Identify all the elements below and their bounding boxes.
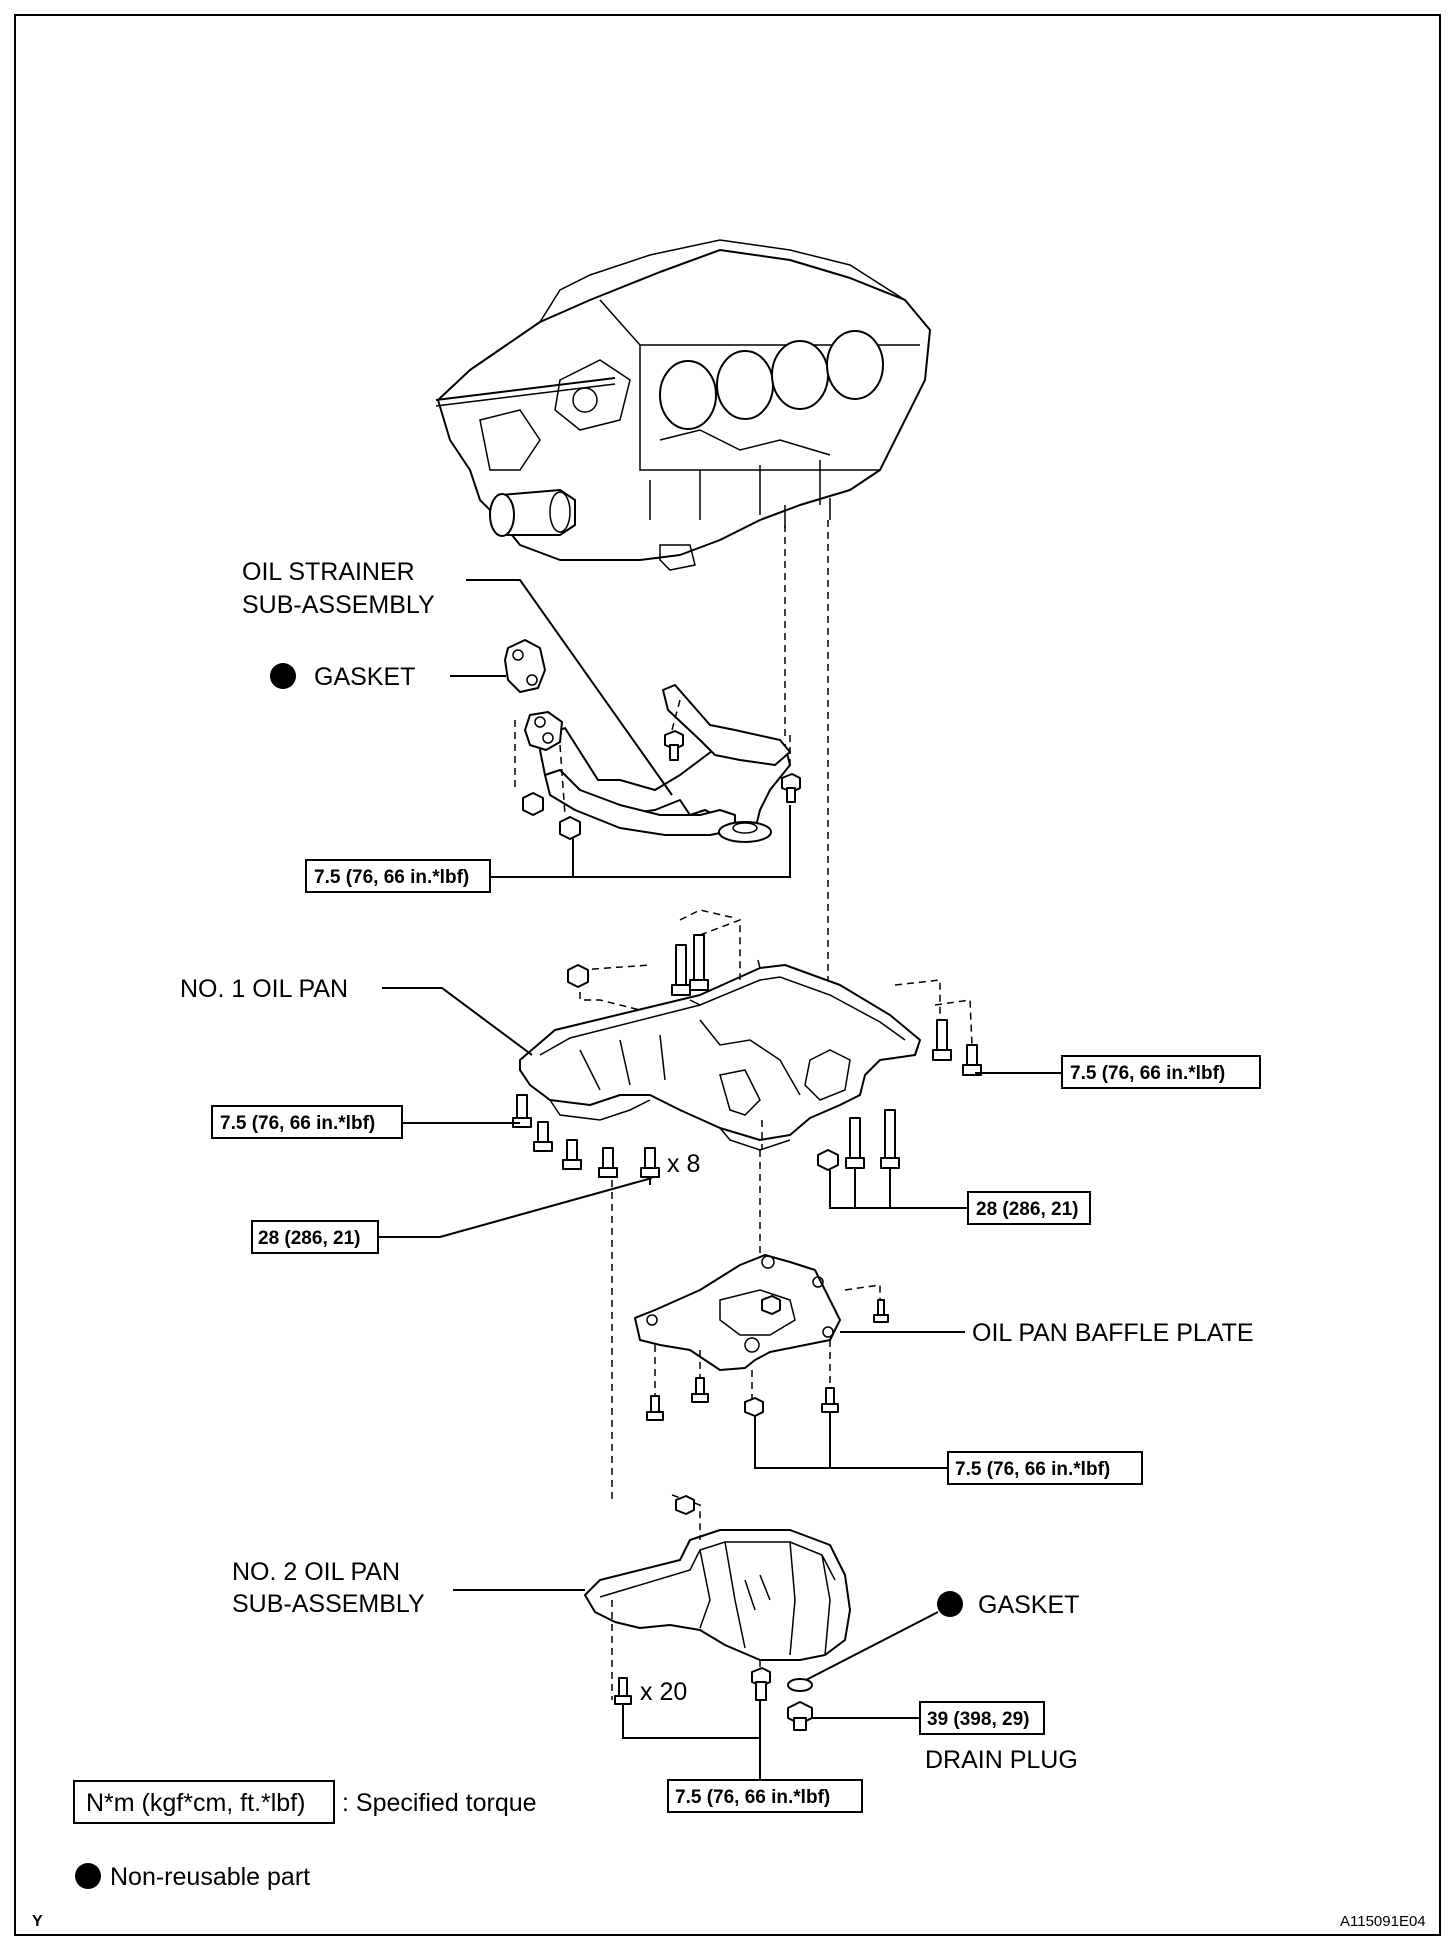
engine-block xyxy=(435,239,931,571)
label-baffle-plate: OIL PAN BAFFLE PLATE xyxy=(972,1319,1254,1347)
torque-pan1-bottom-left: 28 (286, 21) xyxy=(258,1228,360,1249)
legend-torque-box xyxy=(73,1780,335,1824)
label-gasket-strainer: GASKET xyxy=(314,663,415,691)
torque-drain-plug: 39 (398, 29) xyxy=(927,1709,1029,1730)
oil-pan-baffle-plate xyxy=(634,1254,881,1400)
torque-box-pan1-bottom-right xyxy=(967,1191,1091,1225)
torque-box-pan1-bottom-left xyxy=(251,1220,379,1254)
legend-non-reusable: Non-reusable part xyxy=(110,1863,310,1891)
label-oil-strainer-line1: OIL STRAINER xyxy=(242,558,415,586)
footer-left-code: Y xyxy=(32,1913,43,1930)
label-drain-plug: DRAIN PLUG xyxy=(925,1746,1078,1774)
non-reusable-dot-icon xyxy=(937,1591,963,1617)
torque-box-pan2 xyxy=(667,1779,863,1813)
torque-baffle-bolts: 7.5 (76, 66 in.*lbf) xyxy=(955,1459,1110,1480)
torque-box-baffle xyxy=(947,1451,1143,1485)
no2-pan-bolts xyxy=(614,1495,771,1705)
label-gasket-drain: GASKET xyxy=(978,1591,1079,1619)
torque-strainer-bolts: 7.5 (76, 66 in.*lbf) xyxy=(314,867,469,888)
label-no1-oil-pan: NO. 1 OIL PAN xyxy=(180,975,348,1003)
torque-pan1-right: 7.5 (76, 66 in.*lbf) xyxy=(1070,1063,1225,1084)
no1-oil-pan xyxy=(519,959,921,1151)
torque-box-strainer xyxy=(305,859,491,893)
torque-pan1-left: 7.5 (76, 66 in.*lbf) xyxy=(220,1113,375,1134)
oil-strainer-sub-assembly xyxy=(524,684,791,843)
label-no2-oil-pan-line2: SUB-ASSEMBLY xyxy=(232,1590,425,1618)
strainer-fasteners xyxy=(514,699,801,840)
non-reusable-dot-icon xyxy=(75,1863,101,1889)
torque-pan2-bolts: 7.5 (76, 66 in.*lbf) xyxy=(675,1787,830,1808)
label-no2-oil-pan-line1: NO. 2 OIL PAN xyxy=(232,1558,400,1586)
baffle-bolts xyxy=(646,1295,889,1421)
torque-pan1-bottom-right: 28 (286, 21) xyxy=(976,1199,1078,1220)
legend-torque-unit: N*m (kgf*cm, ft.*lbf) xyxy=(86,1789,305,1817)
no1-pan-bolts xyxy=(512,934,982,1178)
torque-box-pan1-left xyxy=(211,1105,403,1139)
torque-box-pan1-right xyxy=(1061,1055,1261,1089)
no2-oil-pan-sub-assembly xyxy=(584,1494,851,1700)
strainer-gasket xyxy=(504,639,546,693)
no1-pan-alignment xyxy=(579,909,973,1500)
torque-box-drain-plug xyxy=(919,1701,1045,1735)
label-x20: x 20 xyxy=(640,1678,687,1706)
legend-torque-desc: : Specified torque xyxy=(342,1789,537,1817)
drain-plug xyxy=(787,1678,813,1731)
label-oil-strainer-line2: SUB-ASSEMBLY xyxy=(242,591,435,619)
leader-lines xyxy=(378,579,1070,1780)
label-x8: x 8 xyxy=(667,1150,700,1178)
non-reusable-dot-icon xyxy=(270,663,296,689)
footer-figure-id: A115091E04 xyxy=(1340,1913,1426,1930)
diagram-frame xyxy=(14,14,1441,1936)
